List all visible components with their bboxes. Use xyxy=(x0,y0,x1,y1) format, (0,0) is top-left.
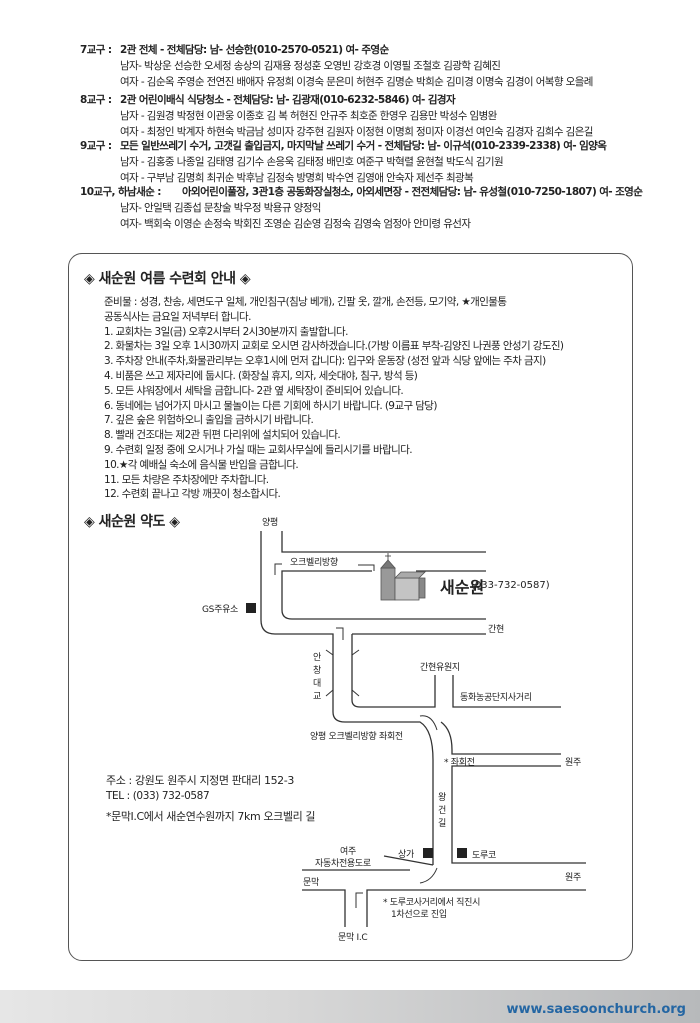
char: 길 xyxy=(438,819,446,829)
notice-item: 4. 비품은 쓰고 제자리에 둡시다. (화장실 휴지, 의자, 세숫대야, 침… xyxy=(104,370,418,382)
notice-item: 준비물 : 성경, 찬송, 세면도구 일체, 개인침구(침낭 베개), 긴팔 옷… xyxy=(104,296,507,308)
notice-item: 공동식사는 금요일 저녁부터 합니다. xyxy=(104,310,251,323)
notice-item: 6. 동네에는 넘어가지 마시고 물놀이는 다른 기회에 하시기 바랍니다. (… xyxy=(104,399,437,412)
telephone: TEL : (033) 732-0587 xyxy=(106,790,210,802)
road-line xyxy=(281,531,486,553)
district-7-label: 7교구 : xyxy=(80,44,112,56)
district-10-label: 10교구, 하남새순 : xyxy=(80,186,161,198)
char: 건 xyxy=(438,806,446,816)
label-wonju: 원주 xyxy=(565,758,581,768)
label-dorco: 도루코 xyxy=(472,851,496,861)
footer-bar: www.saesoonchurch.org xyxy=(0,990,700,1023)
road-line xyxy=(302,855,434,871)
church-phone: (033-732-0587) xyxy=(471,580,550,591)
district-8-men: 남자 - 김원경 박정현 이관웅 이종호 김 복 허현진 안규주 최호준 한영우… xyxy=(120,110,497,122)
church-icon xyxy=(380,553,426,601)
address: 주소 : 강원도 원주시 지정면 판대리 152-3 xyxy=(106,774,294,787)
road-line xyxy=(440,721,586,864)
notice-item: 3. 주차장 안내(주차,화물관리부는 오후1시에 먼저 갑니다): 입구와 운… xyxy=(104,355,546,368)
district-9-label: 9교구 : xyxy=(80,140,112,152)
notice-item: 12. 수련회 끝나고 각방 깨끗이 청소합시다. xyxy=(104,488,281,501)
label-turn-left: * 좌회전 xyxy=(444,758,475,768)
label-munmak: 문막 xyxy=(303,878,319,888)
map-title: ◈ 새순원 약도 ◈ xyxy=(84,514,180,530)
label-yeoju: 여주 xyxy=(340,847,356,857)
bridge-mark xyxy=(325,649,360,697)
notice-item: 7. 깊은 숲은 위험하오니 출입을 금하시기 바랍니다. xyxy=(104,414,314,427)
district-9-men: 남자 - 김홍중 나종일 김태영 김기수 손응욱 김태정 배민호 여준구 박혁렬… xyxy=(120,156,504,168)
label-left-turn: 양평 오크벨리방향 좌회전 xyxy=(310,732,403,742)
direction-note: *문막I.C에서 새순연수원까지 7km 오크벨리 길 xyxy=(106,810,316,823)
char: 왕 xyxy=(438,793,446,803)
label-gs-station: GS주유소 xyxy=(202,605,239,615)
char: 교 xyxy=(313,692,321,702)
label-munmak-ic: 문막 I.C xyxy=(338,933,368,943)
char: 창 xyxy=(313,666,321,676)
label-ganhyeon: 간현 xyxy=(488,625,504,635)
notice-item: 9. 수련회 일정 중에 오시거나 가실 때는 교회사무실에 들리시기를 바랍니… xyxy=(104,444,413,456)
notice-item: 8. 빨래 건조대는 제2관 뒤편 다리위에 설치되어 있습니다. xyxy=(104,429,341,442)
label-expressway: 자동차전용도로 xyxy=(315,859,371,869)
gas-station-marker xyxy=(246,603,256,613)
shop-marker xyxy=(423,848,433,858)
label-resort: 간현유원지 xyxy=(420,663,460,673)
notice-item: 2. 화물차는 3일 오후 1시30까지 교회로 오시면 감사하겠습니다.(가방… xyxy=(104,340,564,353)
retreat-info-box xyxy=(68,253,633,961)
label-wonju-2: 원주 xyxy=(565,873,581,883)
char: 안 xyxy=(313,653,321,663)
notice-item: 1. 교회차는 3일(금) 오후2시부터 2시30분까지 출발합니다. xyxy=(104,325,348,338)
district-10-men: 남자- 안일택 김종섭 문창술 박우정 박용규 양정익 xyxy=(120,202,321,214)
road-line xyxy=(302,889,586,927)
dorco-marker xyxy=(457,848,467,858)
district-9-task: 모든 일반쓰레기 수거, 고갯길 출입금지, 마지막날 쓰레기 수거 - 전체담… xyxy=(120,140,607,152)
road-line xyxy=(281,570,486,620)
label-yangpyeong: 양평 xyxy=(262,518,278,528)
road-line xyxy=(452,675,561,708)
notice-title: ◈ 새순원 여름 수련회 안내 ◈ xyxy=(84,271,251,287)
road-line xyxy=(260,531,434,865)
label-shop: 상가 xyxy=(398,850,414,860)
notice-item: 11. 모든 차량은 주차장에만 주차합니다. xyxy=(104,473,269,486)
district-10-women: 여자- 백회숙 이영순 손정숙 박회진 조영순 김순영 김정숙 김영숙 엄정아 … xyxy=(120,218,471,230)
district-9-women: 여자 - 구부남 김명희 최귀순 박후남 김정숙 방명희 박수연 김영애 안숙자… xyxy=(120,172,474,184)
label-donghwa: 동화농공단지사거리 xyxy=(460,693,532,703)
label-note: * 도루코사거리에서 직진시 xyxy=(383,898,481,908)
notice-item: 10.★각 예배실 숙소에 음식물 반입을 금합니다. xyxy=(104,458,299,471)
district-7-women: 여자 - 김순옥 주영순 전연진 배애자 유정희 이경숙 문은미 허현주 김명순… xyxy=(120,76,593,88)
district-8-label: 8교구 : xyxy=(80,94,112,106)
arrow-icon xyxy=(274,563,375,575)
label-note-2: 1차선으로 진입 xyxy=(391,910,447,920)
district-7-men: 남자- 박상운 선승한 오세정 송상의 김재용 정성훈 오영빈 강호경 이영필 … xyxy=(120,60,501,72)
char: 대 xyxy=(313,679,321,689)
district-7-task: 2관 전체 - 전체담당: 남- 선승한(010-2570-0521) 여- 주… xyxy=(120,44,389,56)
district-8-women: 여자 - 최정인 박계자 하현숙 박금남 성미자 강주현 김원자 이정현 이명희… xyxy=(120,126,593,138)
notice-item: 5. 모든 샤워장에서 세탁을 금합니다- 2관 옆 세탁장이 준비되어 있습니… xyxy=(104,384,404,397)
district-10-task: 아외어린이풀장, 3관1층 공동화장실청소, 아외세면장 - 전전체담당: 남-… xyxy=(182,186,643,198)
website-link[interactable]: www.saesoonchurch.org xyxy=(506,1002,687,1017)
district-8-task: 2관 어린이배식 식당청소 - 전체담당: 남- 김광재(010-6232-58… xyxy=(120,94,456,106)
church-name: 새순원 xyxy=(440,578,485,597)
road-line xyxy=(351,633,486,708)
label-oakvalley: 오크벨리방향 xyxy=(290,558,338,568)
arrow-icon xyxy=(336,627,438,908)
